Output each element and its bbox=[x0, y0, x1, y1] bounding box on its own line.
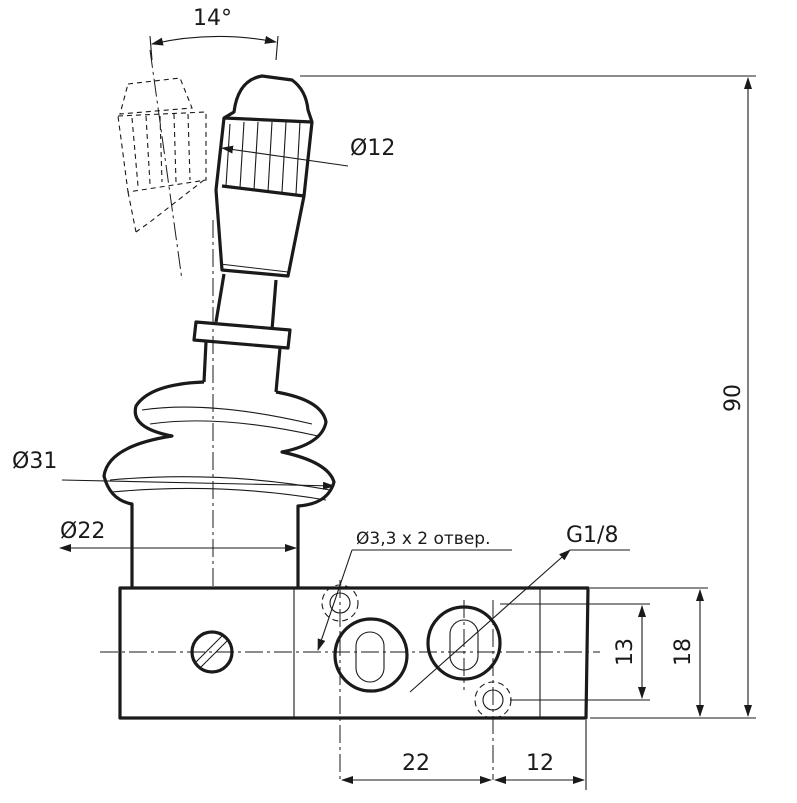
dimension-total-height: 90 bbox=[300, 75, 756, 719]
angle-label: 14° bbox=[193, 6, 232, 31]
edge-offset-label: 12 bbox=[526, 751, 554, 776]
handle-knob bbox=[214, 74, 314, 278]
knob-diameter-label: Ø12 bbox=[350, 136, 395, 161]
mount-hole-top bbox=[321, 580, 359, 780]
dimension-edge-offset: 12 bbox=[494, 751, 585, 784]
total-height-label: 90 bbox=[721, 384, 746, 412]
screw-head bbox=[190, 630, 234, 674]
dimension-body-height: 18 bbox=[590, 587, 708, 717]
rubber-boot bbox=[102, 380, 336, 520]
dimension-mount-holes: Ø3,3 х 2 отвер. bbox=[317, 529, 512, 651]
dimension-hole-pitch: 22 bbox=[341, 720, 587, 790]
dimension-port-spacing: 13 bbox=[500, 603, 650, 701]
handle-shaft bbox=[192, 273, 292, 393]
port-left bbox=[333, 617, 409, 693]
dimension-neck-diameter: Ø22 bbox=[59, 519, 297, 552]
dimension-port-thread: G1/8 bbox=[409, 523, 630, 693]
port-right bbox=[426, 600, 502, 690]
dimension-knob-diameter: Ø12 bbox=[221, 136, 395, 167]
body-height-label: 18 bbox=[671, 638, 696, 666]
hole-pitch-label: 22 bbox=[402, 751, 430, 776]
boot-diameter-label: Ø31 bbox=[12, 449, 57, 474]
mount-hole-bottom bbox=[474, 600, 512, 780]
neck-diameter-label: Ø22 bbox=[60, 519, 105, 544]
dimension-boot-diameter: Ø31 bbox=[12, 449, 335, 490]
port-thread-label: G1/8 bbox=[566, 523, 618, 548]
mount-holes-label: Ø3,3 х 2 отвер. bbox=[356, 529, 490, 549]
neck bbox=[130, 520, 300, 588]
dimension-angle: 14° bbox=[149, 6, 279, 61]
ghost-handle-outline bbox=[117, 49, 207, 281]
valve-body bbox=[100, 220, 600, 720]
port-spacing-label: 13 bbox=[613, 638, 638, 666]
